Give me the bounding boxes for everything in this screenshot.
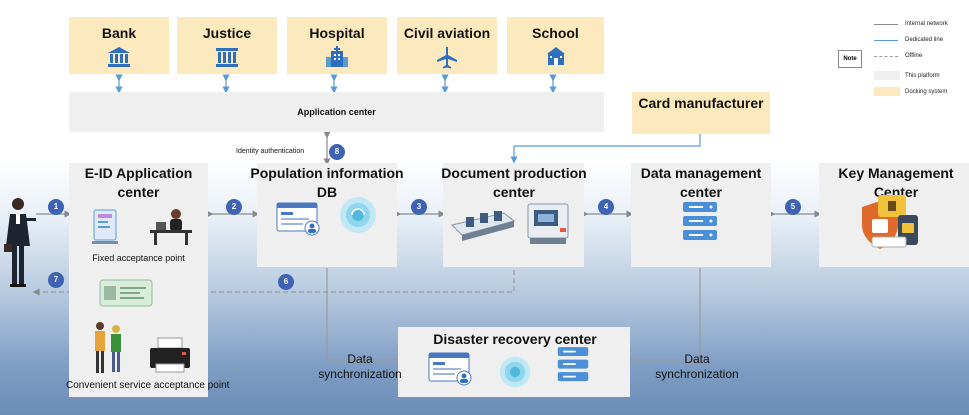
dock-justice: Justice [177,17,277,74]
fixed-acceptance-label: Fixed acceptance point [92,253,185,263]
application-center-label: Application center [297,107,376,117]
card-printer-machine-icon [527,203,569,244]
dock-label: Civil aviation [403,25,491,41]
id-card-icon [99,279,153,307]
badge-2: 2 [226,199,242,215]
fingerprint-icon [340,197,376,233]
school-icon [546,47,565,65]
legend-docking-swatch [874,87,900,96]
citizens-icon [95,322,121,373]
dock-label: Bank [101,25,137,41]
link-sync-left [326,268,398,361]
dock-hospital: Hospital [287,17,387,74]
data-management-center [631,163,771,267]
sync-label-right: Data synchronization [655,352,739,381]
badge-3: 3 [411,199,427,215]
badge-4: 4 [598,199,614,215]
badge-1: 1 [48,199,64,215]
population-db-title: Population information DB [250,165,404,200]
convenient-acceptance-label: Convenient service acceptance point [66,380,230,391]
badge-6: 6 [278,274,294,290]
legend-dedicated-line [874,40,898,41]
dock-civil-aviation: Civil aviation [397,17,497,74]
counter-staff-icon [150,209,192,245]
link-sync-right [630,268,701,361]
link-card [510,134,701,164]
sync-label-left: Data synchronization [318,352,402,381]
bank-icon [108,47,130,67]
disaster-recovery-title: Disaster recovery center [433,331,597,347]
airplane-icon [437,47,457,69]
printer-icon [150,337,190,373]
legend-internal: Internal network [905,21,948,27]
dock-label: School [532,25,579,41]
card-manufacturer [632,92,770,134]
server-icon [683,202,717,240]
security-keys-icon [862,195,918,249]
dr-fingerprint-icon [499,356,531,388]
id-form-icon [276,202,320,236]
badge-8: 8 [329,144,345,160]
legend-dedicated: Dedicated line [905,37,944,43]
production-line-icon [451,211,516,241]
legend-internal-line [874,24,898,25]
document-center-title: Document production center [441,165,587,200]
citizen-person-icon [4,198,36,287]
dr-server-icon [557,347,589,382]
legend-platform-swatch [874,71,900,80]
eid-title: E-ID Application center [84,165,193,200]
courthouse-icon [216,48,238,67]
dock-label: Justice [202,25,252,41]
legend-platform: This platform [905,73,940,79]
hospital-icon [326,46,348,67]
legend-note: Note [838,50,862,68]
legend-docking: Docking system [905,89,948,95]
dock-school: School [507,17,604,74]
card-manufacturer-label: Card manufacturer [638,95,764,111]
legend-offline: Offline [905,53,923,59]
badge-5: 5 [785,199,801,215]
data-management-title: Data management center [640,165,762,200]
kiosk-icon [92,209,118,244]
dock-label: Hospital [309,25,365,41]
legend-offline-line [874,56,898,57]
dr-id-form-icon [428,352,472,386]
identity-auth-label: Identity authentication [236,148,305,155]
badge-7: 7 [48,272,64,288]
dock-bank: Bank [69,17,169,74]
application-center [69,92,604,132]
